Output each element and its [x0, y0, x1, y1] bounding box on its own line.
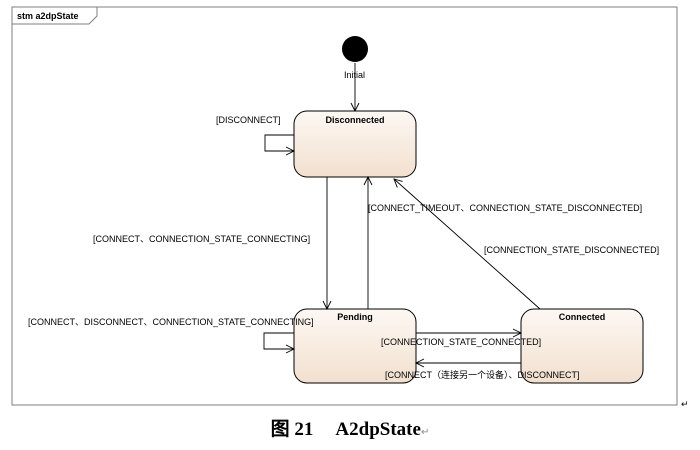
figure-caption: 图 21 A2dpState↵ [0, 414, 700, 441]
state-connected-label: Connected [559, 312, 606, 322]
transition-connected-to-disconnected-label: [CONNECTION_STATE_DISCONNECTED] [484, 245, 659, 255]
transition-disconnected-to-pending-label: [CONNECT、CONNECTION_STATE_CONNECTING] [93, 234, 310, 244]
caption-return-icon: ↵ [420, 427, 430, 438]
transition-pending-to-connected [416, 328, 523, 338]
caption-number: 图 21 [270, 419, 314, 440]
transition-pending-to-disconnected-label: [CONNECT_TIMEOUT、CONNECTION_STATE_DISCON… [368, 203, 642, 213]
transition-disconnected-to-pending [322, 177, 332, 311]
frame-title: stm a2dpState [17, 11, 79, 21]
state-pending-label: Pending [337, 312, 373, 322]
transition-self-pending-label: [CONNECT、DISCONNECT、CONNECTION_STATE_CON… [28, 317, 314, 327]
caption-title: A2dpState [335, 419, 421, 440]
transition-connected-to-pending-label: [CONNECT（连接另一个设备）、DISCONNECT] [385, 369, 580, 380]
state-disconnected: Disconnected [293, 110, 417, 178]
transition-connected-to-disconnected [393, 178, 541, 310]
transition-pending-to-connected-label: [CONNECTION_STATE_CONNECTED] [381, 337, 541, 347]
transition-connected-to-pending [414, 358, 521, 368]
transition-self-disconnected-label: [DISCONNECT] [216, 115, 281, 125]
transition-pending-to-disconnected [363, 175, 373, 309]
initial-node [342, 36, 368, 62]
paragraph-mark-icon: ↵ [681, 399, 689, 409]
state-pending: Pending [293, 308, 417, 384]
state-connected: Connected [520, 308, 644, 384]
state-disconnected-label: Disconnected [325, 115, 384, 125]
initial-label: Initial [344, 70, 365, 80]
transition-self-disconnected [264, 134, 296, 156]
transition-self-pending [263, 332, 296, 354]
